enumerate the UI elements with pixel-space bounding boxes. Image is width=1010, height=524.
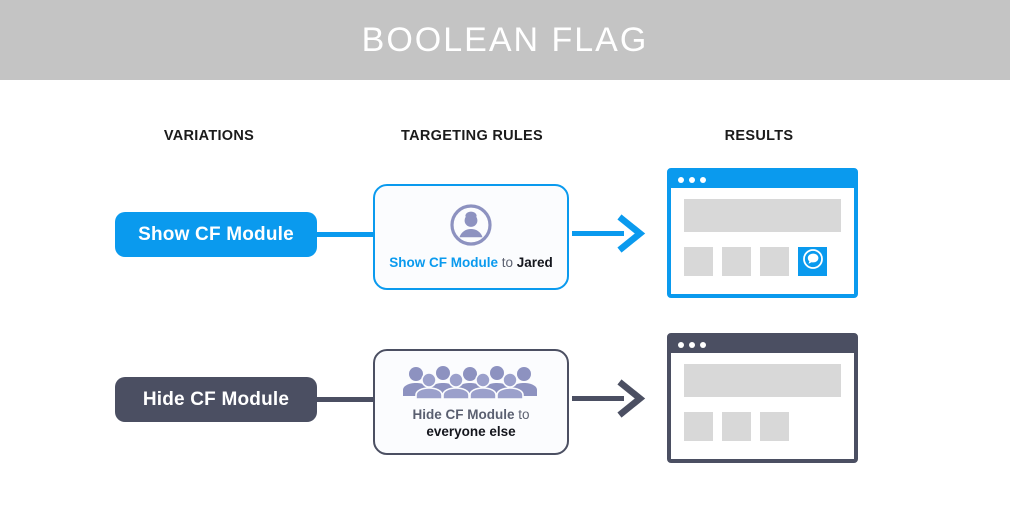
arrow-right-icon <box>572 379 646 419</box>
content-placeholder-block <box>684 364 841 397</box>
content-tile-row <box>684 412 841 441</box>
content-placeholder-block <box>684 199 841 232</box>
targeting-rule-text: Show CF Module to Jared <box>389 254 553 271</box>
window-dot-icon <box>700 177 706 183</box>
flag-rule-row-show: Show CF Module Show CF Module to Jared <box>0 160 1010 305</box>
browser-titlebar <box>671 172 854 188</box>
page-title: BOOLEAN FLAG <box>361 20 649 59</box>
content-tile <box>722 247 751 276</box>
variation-label: Show CF Module <box>138 223 294 245</box>
rule-audience-label: Jared <box>516 255 553 270</box>
content-tile <box>760 412 789 441</box>
window-dot-icon <box>689 342 695 348</box>
variation-pill-hide-cf-module[interactable]: Hide CF Module <box>115 377 317 422</box>
connector-line <box>300 232 378 237</box>
content-tile <box>684 412 713 441</box>
chat-bubble-icon <box>802 248 824 275</box>
content-tile <box>684 247 713 276</box>
content-tile <box>760 247 789 276</box>
arrow-right-icon <box>572 214 646 254</box>
rule-action-label: Hide CF Module <box>412 406 515 422</box>
crowd-of-people-icon <box>401 365 541 400</box>
browser-content <box>671 188 854 294</box>
single-person-icon <box>449 203 493 247</box>
window-dot-icon <box>678 177 684 183</box>
targeting-rule-card-hide[interactable]: Hide CF Module to everyone else <box>373 349 569 455</box>
window-dot-icon <box>700 342 706 348</box>
result-browser-window-show[interactable] <box>667 168 858 298</box>
rule-audience-label: everyone else <box>426 423 516 439</box>
content-tile-row <box>684 247 841 276</box>
variation-pill-show-cf-module[interactable]: Show CF Module <box>115 212 317 257</box>
flag-rule-row-hide: Hide CF Module <box>0 325 1010 470</box>
window-dot-icon <box>678 342 684 348</box>
rule-connector-label: to <box>514 406 530 422</box>
header-banner: BOOLEAN FLAG <box>0 0 1010 80</box>
column-heading-targeting-rules: TARGETING RULES <box>401 128 543 144</box>
result-browser-window-hide[interactable] <box>667 333 858 463</box>
column-heading-results: RESULTS <box>724 128 794 144</box>
targeting-rule-text: Hide CF Module to everyone else <box>412 406 529 440</box>
content-tile <box>722 412 751 441</box>
variation-label: Hide CF Module <box>142 388 290 410</box>
browser-content <box>671 353 854 459</box>
column-heading-variations: VARIATIONS <box>163 128 255 144</box>
cf-module-tile[interactable] <box>798 247 827 276</box>
connector-line <box>300 397 378 402</box>
rule-action-label: Show CF Module <box>389 255 498 270</box>
targeting-rule-card-show[interactable]: Show CF Module to Jared <box>373 184 569 290</box>
rule-connector-label: to <box>497 255 517 270</box>
window-dot-icon <box>689 177 695 183</box>
browser-titlebar <box>671 337 854 353</box>
